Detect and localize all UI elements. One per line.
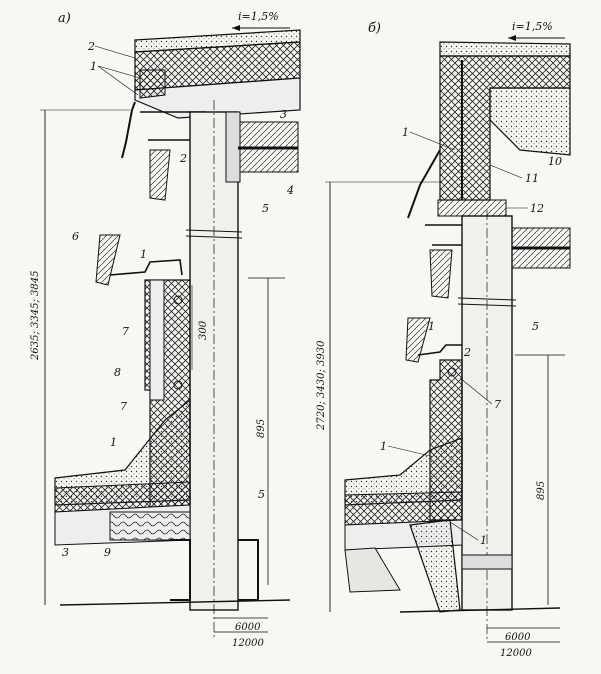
callout-a-7: 1 bbox=[140, 248, 147, 261]
panel-b-title: б) bbox=[368, 21, 381, 36]
callout-b-9: 1 bbox=[480, 534, 487, 547]
column-break-a bbox=[185, 229, 243, 239]
floor-line-b bbox=[399, 607, 561, 613]
panel-a: а) i=1,5% bbox=[30, 10, 301, 649]
callout-b-7: 7 bbox=[494, 398, 501, 411]
height-dim-b: 2720; 3430; 3930 bbox=[316, 340, 327, 431]
bolt-b bbox=[447, 367, 457, 377]
callout-a-4: 4 bbox=[286, 184, 294, 197]
callout-b-2: 11 bbox=[525, 172, 539, 185]
lower-insulation-b bbox=[344, 491, 463, 526]
span-top-b: 6000 bbox=[505, 632, 531, 643]
callout-a-13: 3 bbox=[62, 546, 69, 559]
sill-flashing-a bbox=[109, 259, 183, 276]
span-bottom-b: 12000 bbox=[500, 648, 532, 659]
sill-flashing-b bbox=[417, 344, 462, 356]
downpipe-b bbox=[429, 249, 453, 299]
callout-a-1: 1 bbox=[90, 60, 97, 73]
dim895-b: 895 bbox=[536, 481, 547, 500]
callout-b-5: 1 bbox=[428, 320, 435, 333]
dim895-a: 895 bbox=[256, 419, 267, 438]
callout-b-8: 1 bbox=[380, 440, 387, 453]
callout-b-0: 1 bbox=[402, 126, 409, 139]
bolt-1-a bbox=[173, 295, 183, 305]
callout-a-14: 9 bbox=[104, 546, 111, 559]
callout-a-8: 7 bbox=[122, 325, 129, 338]
callout-a-3: 2 bbox=[179, 152, 187, 165]
callout-a-10: 7 bbox=[120, 400, 127, 413]
flashing-a bbox=[121, 101, 136, 159]
downpipe-top-a bbox=[149, 149, 171, 201]
panel-b-slope: i=1,5% bbox=[512, 20, 553, 33]
floor-line-a bbox=[59, 599, 291, 606]
lower-bracket-right-a bbox=[238, 539, 259, 601]
callout-b-4: 5 bbox=[532, 320, 539, 333]
base-plate-b bbox=[461, 554, 513, 570]
callout-a-6: 6 bbox=[72, 230, 79, 243]
dim300-a: 300 bbox=[198, 320, 209, 340]
height-dim-a: 2635; 3345; 3845 bbox=[30, 271, 41, 361]
span-bottom-a: 12000 bbox=[232, 638, 264, 649]
panel-a-title: а) bbox=[58, 11, 71, 26]
callouts-a: 2 1 3 2 4 5 6 1 7 8 7 1 5 3 9 bbox=[62, 40, 294, 559]
callout-b-1: 10 bbox=[548, 155, 562, 168]
callouts-b: 1 10 11 12 5 1 2 7 1 1 bbox=[380, 126, 562, 547]
bolt-2-a bbox=[173, 380, 183, 390]
element-12-b bbox=[437, 199, 507, 217]
flashing-b bbox=[407, 149, 441, 219]
callout-a-11: 1 bbox=[110, 436, 117, 449]
callout-b-3: 12 bbox=[530, 202, 544, 215]
callout-a-2: 3 bbox=[280, 108, 287, 121]
lower-wool-a bbox=[109, 511, 191, 541]
slope-arrowhead-a bbox=[232, 25, 240, 31]
bracket-a bbox=[225, 111, 241, 183]
lower-beam-b bbox=[344, 547, 401, 593]
roof-beam-b bbox=[489, 87, 571, 156]
callout-a-9: 8 bbox=[114, 366, 121, 379]
column-break-b bbox=[457, 297, 517, 307]
parapet-insulation-a bbox=[139, 69, 166, 99]
panel-a-slope: i=1,5% bbox=[238, 10, 279, 23]
slope-arrowhead-b bbox=[508, 35, 516, 41]
callout-b-6: 2 bbox=[463, 346, 471, 359]
callout-a-5: 5 bbox=[262, 202, 269, 215]
mount-plate-a bbox=[149, 279, 165, 401]
panel-b: б) i=1,5% bbox=[316, 20, 571, 659]
span-top-a: 6000 bbox=[235, 622, 261, 633]
lower-bracket-a bbox=[170, 539, 191, 601]
callout-a-0: 2 bbox=[87, 40, 95, 53]
window-frame-b bbox=[405, 317, 431, 363]
callout-a-12: 5 bbox=[258, 488, 265, 501]
window-frame-a bbox=[95, 234, 121, 286]
roof-covering-b bbox=[439, 41, 571, 57]
